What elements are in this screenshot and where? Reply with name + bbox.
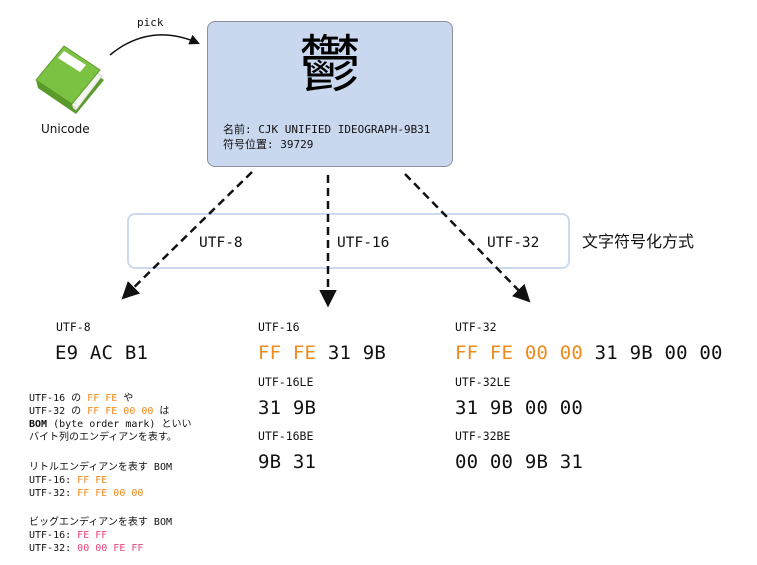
note-bom: FE FF (77, 530, 108, 541)
note-text: は (153, 406, 170, 417)
arrow-to-utf8 (121, 171, 253, 300)
utf16-rest: 31 9B (327, 342, 387, 364)
utf32le-bytes: 31 9B 00 00 (455, 397, 584, 419)
encoding-label-utf32: UTF-32 (484, 236, 543, 251)
pick-arrow (109, 34, 200, 56)
utf32-bom: FF FE 00 00 (455, 342, 584, 364)
note-text: UTF-16: (29, 530, 78, 541)
utf16-bytes: FF FE 31 9B (258, 344, 386, 363)
encoding-label-utf16: UTF-16 (334, 236, 393, 251)
note-line-4: バイト列のエンディアンを表す。 (29, 432, 177, 443)
note-text: UTF-32: (29, 488, 78, 499)
little-endian-title: リトルエンディアンを表す BOM (29, 462, 172, 473)
utf16be-bytes: 9B 31 (258, 451, 317, 473)
note-bom: FF FE (87, 393, 118, 404)
encoding-label-utf8: UTF-8 (196, 236, 246, 251)
note-text: UTF-16: (29, 475, 78, 486)
encoding-frame (127, 213, 570, 269)
big-endian-utf32: UTF-32: 00 00 FE FF (29, 544, 143, 554)
arrow-to-utf32 (404, 173, 531, 303)
utf16-bom: FF FE (258, 342, 317, 364)
note-text: UTF-32 の (29, 406, 88, 417)
little-endian-utf32: UTF-32: FF FE 00 00 (29, 489, 143, 499)
source-label: Unicode (41, 122, 90, 136)
utf16le-label: UTF-16LE (258, 375, 314, 389)
encodings-title: 文字符号化方式 (582, 232, 695, 251)
utf8-label: UTF-8 (56, 320, 91, 334)
big-endian-utf16: UTF-16: FE FF (29, 531, 107, 541)
big-endian-title: ビッグエンディアンを表す BOM (29, 517, 172, 528)
note-text: UTF-16 の (29, 393, 88, 404)
note-bom: FF FE (77, 475, 108, 486)
note-bom: FF FE 00 00 (87, 406, 154, 417)
utf32-label: UTF-32 (455, 320, 497, 334)
utf16-label: UTF-16 (258, 320, 300, 334)
utf32-bytes: FF FE 00 00 31 9B 00 00 (455, 344, 723, 363)
note-text: (byte order mark) といい (47, 419, 192, 430)
little-endian-utf16: UTF-16: FF FE (29, 476, 107, 486)
note-line-3: BOM (byte order mark) といい (29, 420, 191, 430)
character-glyph: 鬱 (298, 28, 361, 101)
character-name: 名前: CJK UNIFIED IDEOGRAPH-9B31 (223, 123, 431, 136)
note-line-1: UTF-16 の FF FE や (29, 394, 133, 404)
utf32be-label: UTF-32BE (455, 429, 511, 443)
character-card (207, 21, 453, 167)
utf16le-bytes: 31 9B (258, 397, 317, 419)
note-bom: FF FE 00 00 (77, 488, 144, 499)
utf32be-bytes: 00 00 9B 31 (455, 451, 584, 473)
character-codepoint: 符号位置: 39729 (223, 138, 314, 151)
note-line-2: UTF-32 の FF FE 00 00 は (29, 407, 169, 417)
utf32le-label: UTF-32LE (455, 375, 511, 389)
utf32-rest: 31 9B 00 00 (594, 342, 723, 364)
note-bom: 00 00 FE FF (77, 543, 144, 554)
note-text: や (117, 393, 134, 404)
utf16be-label: UTF-16BE (258, 429, 314, 443)
note-bom-term: BOM (29, 419, 48, 430)
utf8-bytes: E9 AC B1 (55, 342, 149, 364)
note-text: UTF-32: (29, 543, 78, 554)
book-icon (35, 45, 104, 114)
pick-label: pick (137, 16, 164, 29)
